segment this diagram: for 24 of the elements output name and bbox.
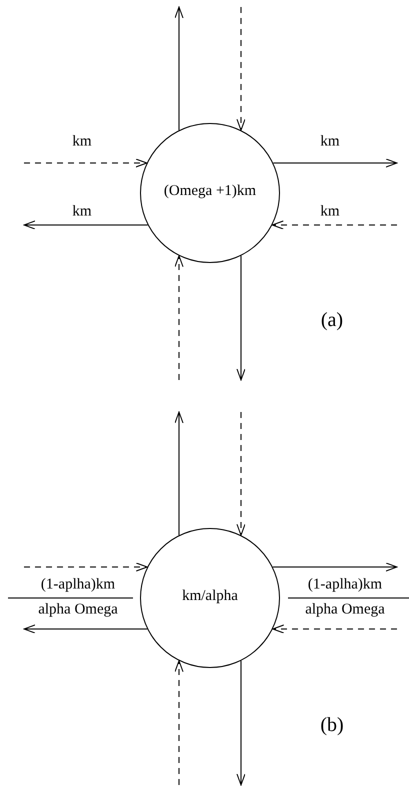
arrow xyxy=(272,624,398,634)
arrow xyxy=(174,412,184,536)
fraction-numerator: (1-aplha)km xyxy=(308,578,382,592)
arrow xyxy=(236,412,246,536)
arrow xyxy=(236,255,246,380)
panel-label: (a) xyxy=(320,310,344,330)
fraction-denominator: alpha Omega xyxy=(38,602,118,618)
arrow xyxy=(272,158,398,168)
arrow xyxy=(24,220,148,230)
arrow xyxy=(174,255,184,380)
panel-label: (b) xyxy=(320,715,344,735)
fraction-denominator: alpha Omega xyxy=(305,602,385,618)
arrow xyxy=(236,6,246,131)
arrow xyxy=(174,6,184,131)
node-label: km/alpha xyxy=(182,586,238,606)
arrow xyxy=(24,562,148,572)
arrow xyxy=(272,220,398,230)
node-label: (Omega +1)km xyxy=(164,182,256,201)
fraction-numerator: (1-aplha)km xyxy=(40,578,116,592)
arrow xyxy=(24,624,148,634)
arrow xyxy=(272,562,398,572)
arrow xyxy=(236,660,246,786)
arrow xyxy=(24,158,148,168)
arrow xyxy=(174,660,184,786)
